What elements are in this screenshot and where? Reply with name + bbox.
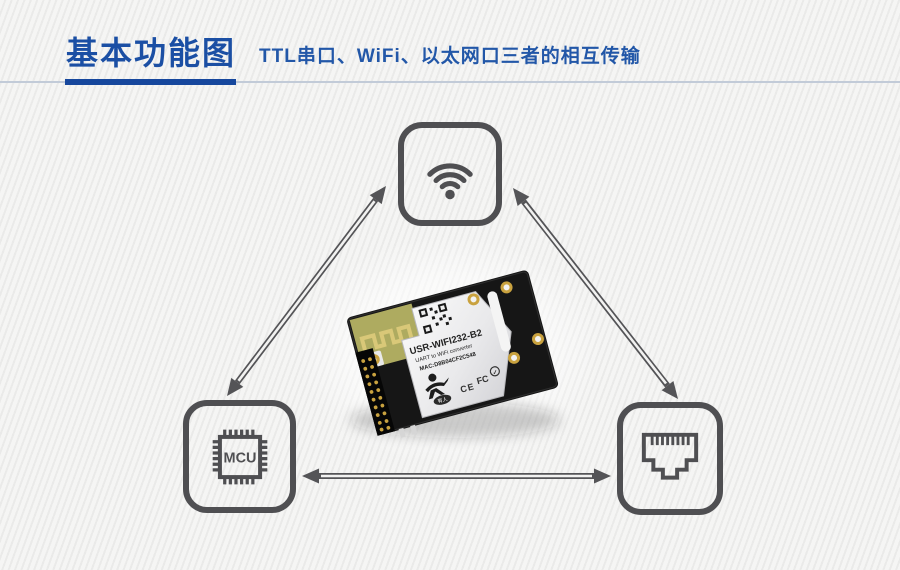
ethernet-port-icon xyxy=(641,432,699,480)
mcu-label: MCU xyxy=(223,450,256,466)
mcu-chip-icon: MCU xyxy=(212,429,267,484)
page-title: 基本功能图 xyxy=(66,35,237,71)
module-photo-glow xyxy=(300,238,600,463)
page-subtitle: TTL串口、WiFi、以太网口三者的相互传输 xyxy=(259,46,641,67)
wifi-node xyxy=(398,122,502,226)
wifi-icon xyxy=(427,163,473,200)
mcu-node: MCU xyxy=(183,400,296,513)
header-accent-bar xyxy=(65,79,236,85)
header-rule xyxy=(0,81,900,83)
arrow-mcu-ethernet xyxy=(302,468,611,484)
ethernet-node xyxy=(617,402,723,515)
